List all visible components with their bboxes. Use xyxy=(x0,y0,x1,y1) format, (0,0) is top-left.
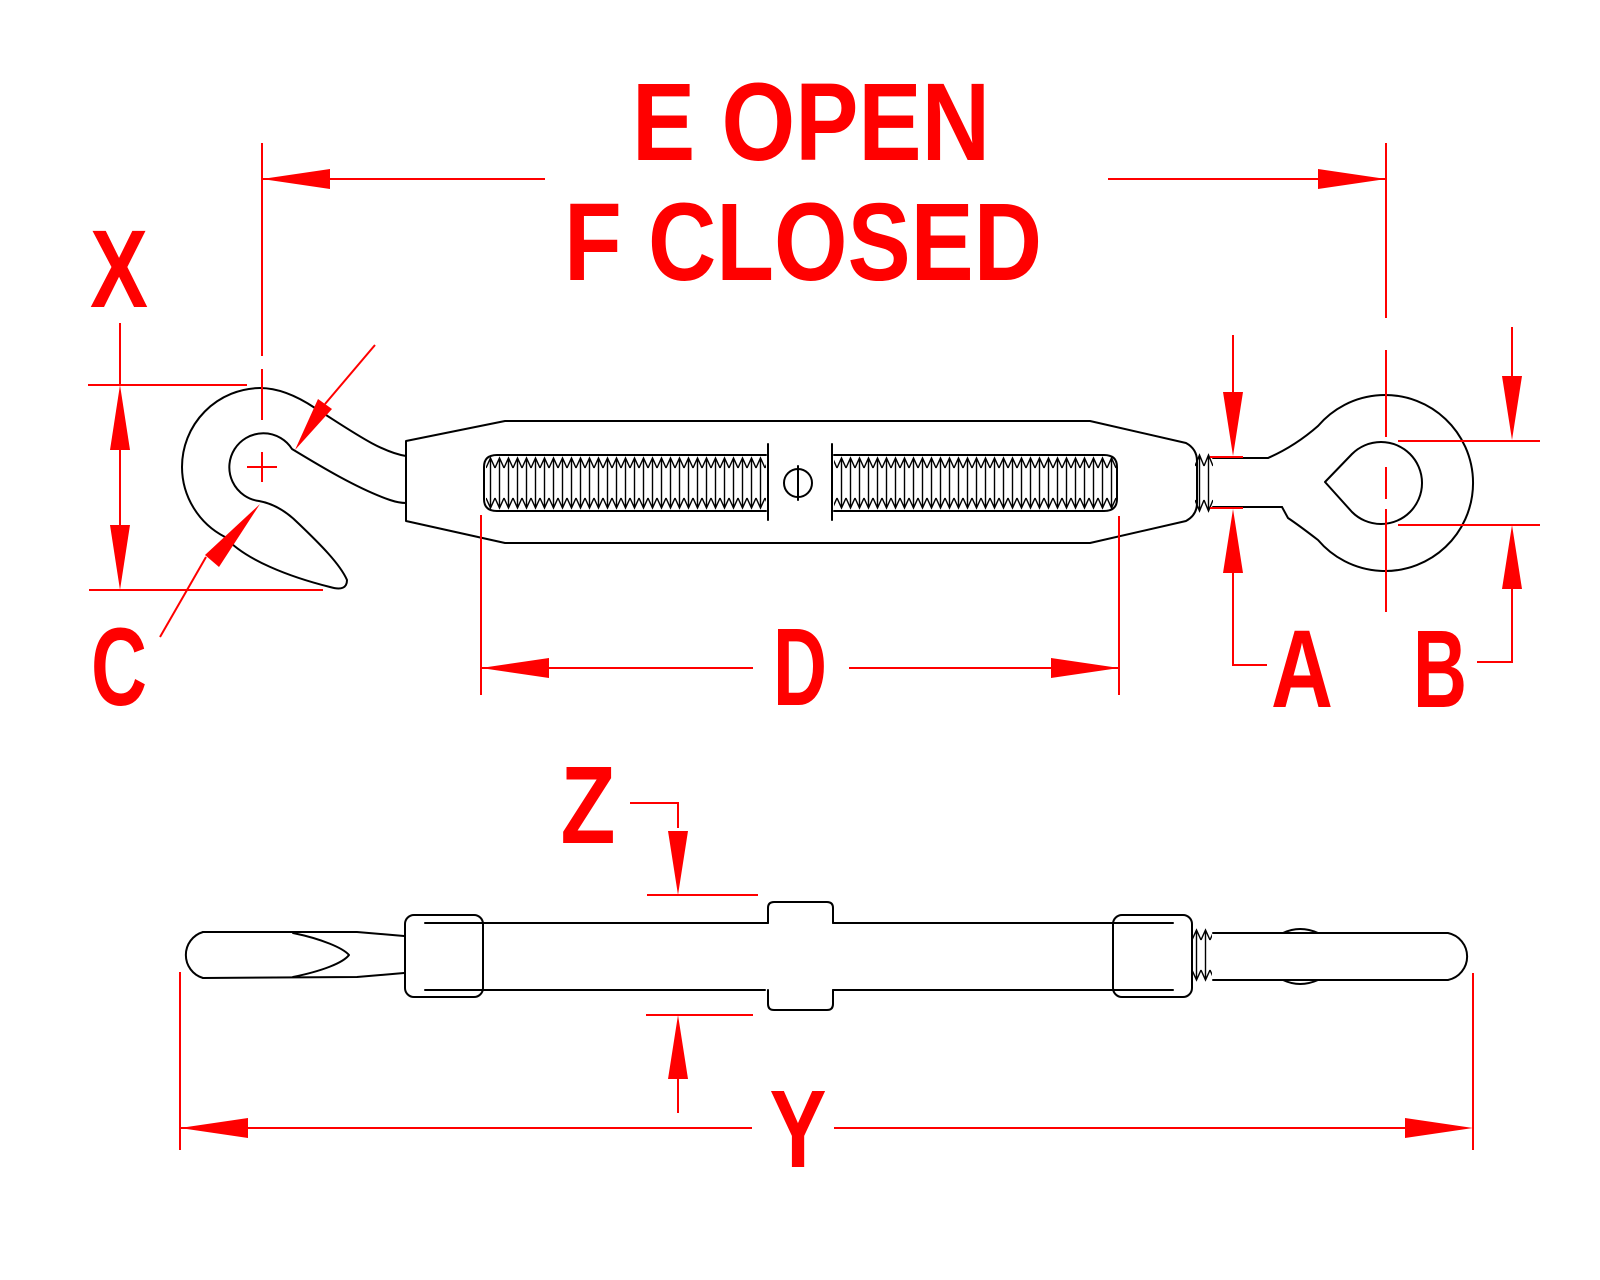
ef-arrow-right xyxy=(1318,169,1386,189)
label-e-open: E OPEN xyxy=(632,61,990,184)
eye-edge-bar xyxy=(1212,932,1469,981)
dim-eye-diameter xyxy=(1398,327,1540,663)
dim-body-length xyxy=(480,515,1120,695)
label-b: B xyxy=(1413,608,1467,731)
eye-outer xyxy=(1267,394,1474,572)
center-boss-top xyxy=(767,901,834,924)
c-arrow-lower xyxy=(205,504,260,567)
left-thread-pattern xyxy=(486,456,766,510)
dim-hook-height xyxy=(88,323,323,591)
hook-edge-cap xyxy=(184,931,204,979)
label-y: Y xyxy=(770,1068,827,1191)
a-arrow-bottom xyxy=(1223,509,1243,573)
turnbuckle-side-view xyxy=(181,387,1474,590)
dim-shank-diameter xyxy=(1210,335,1267,666)
dim-open-closed-length xyxy=(247,143,1387,612)
left-thread-outline xyxy=(483,454,767,512)
edge-threads xyxy=(1192,928,1212,982)
b-leader-bottom xyxy=(1477,589,1513,663)
hook-centerline xyxy=(247,143,277,482)
ef-arrow-left xyxy=(262,169,330,189)
a-leader-bottom xyxy=(1232,573,1267,666)
z-leader-top xyxy=(630,802,679,828)
d-arrow-right xyxy=(1051,658,1119,678)
dim-overall-length xyxy=(179,972,1474,1150)
z-arrow-top xyxy=(668,831,688,895)
dim-hook-opening xyxy=(159,344,376,638)
x-arrow-top xyxy=(110,385,130,450)
a-ext-ticks xyxy=(1210,456,1243,509)
hook-tip-blade xyxy=(292,932,350,978)
y-arrow-left xyxy=(180,1118,248,1138)
hook-edge-top xyxy=(202,931,405,937)
left-collar xyxy=(404,914,484,998)
c-leader-upper xyxy=(324,344,376,405)
label-a: A xyxy=(1271,608,1333,731)
turnbuckle-edge-view xyxy=(184,901,1469,1011)
label-x: X xyxy=(90,208,148,331)
label-z: Z xyxy=(561,744,616,867)
x-arrow-bottom xyxy=(110,525,130,590)
d-arrow-left xyxy=(481,658,549,678)
dim-boss-height xyxy=(630,802,758,1113)
right-collar xyxy=(1112,914,1193,998)
eye-edge-bulge xyxy=(1282,928,1319,985)
b-arrow-top xyxy=(1502,376,1522,440)
y-arrow-right xyxy=(1405,1118,1473,1138)
a-arrow-top xyxy=(1223,392,1243,456)
right-thread-pattern xyxy=(834,456,1117,510)
eye-shank-threads xyxy=(1195,452,1213,514)
z-arrow-bottom xyxy=(668,1015,688,1079)
b-arrow-bottom xyxy=(1502,525,1522,589)
c-leader-lower xyxy=(159,556,207,638)
label-c: C xyxy=(91,606,147,729)
center-boss-bottom xyxy=(767,989,834,1011)
label-f-closed: F CLOSED xyxy=(564,181,1042,304)
hook-edge-bottom xyxy=(202,972,405,979)
hook-outline xyxy=(181,387,407,590)
eye-inner-hole xyxy=(1324,441,1423,525)
c-arrow-upper xyxy=(295,399,332,450)
label-d: D xyxy=(773,606,827,729)
